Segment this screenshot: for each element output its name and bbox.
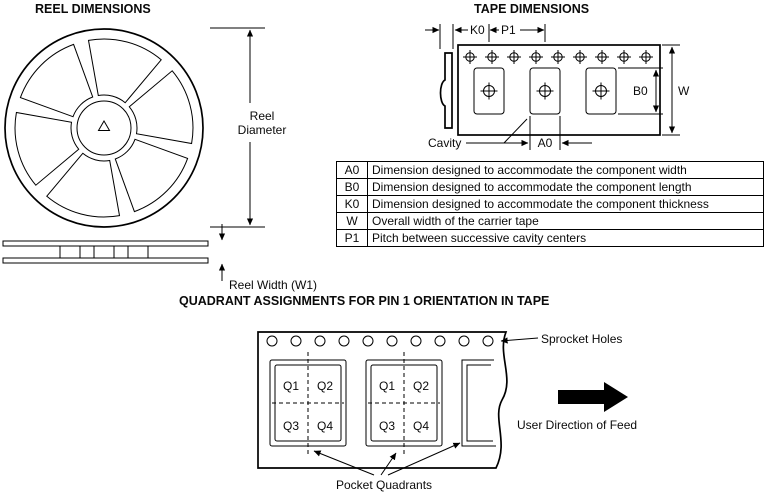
dimension-symbol: B0 [336,178,368,196]
feed-direction: User Direction of Feed [517,382,637,432]
a0-label: A0 [538,136,553,150]
dimension-symbol: K0 [336,195,368,213]
reel-width-dimension: Reel Width (W1) [218,224,317,292]
pin1-marker-icons [480,82,610,100]
sprocket-holes-callout: Sprocket Holes [500,332,622,346]
cavity-pocket-1 [473,67,505,115]
pocket1-q2-label: Q2 [317,379,333,393]
pocket1-q1-label: Q1 [283,379,299,393]
p1-dimension: P1 [488,23,546,42]
feed-direction-arrow-icon [558,382,628,412]
reel-width-label: Reel Width (W1) [229,278,317,292]
reel-center-mark-icon [97,120,111,131]
w-dimension: W [662,44,690,136]
b0-label: B0 [633,84,648,98]
quadrant-assignments-title: QUADRANT ASSIGNMENTS FOR PIN 1 ORIENTATI… [179,294,550,308]
cavity-pocket-3 [585,67,617,115]
dimension-symbol: P1 [336,229,368,247]
pocket2-q2-label: Q2 [413,379,429,393]
quadrant-tape-strip [257,331,508,469]
carrier-tape [457,44,661,136]
dimension-description: Dimension designed to accommodate the co… [367,178,764,196]
dimension-symbol: W [336,212,368,230]
table-row: B0 Dimension designed to accommodate the… [336,178,764,196]
tape-edge-profile [439,52,453,129]
table-row: K0 Dimension designed to accommodate the… [336,195,764,213]
sprocket-holes [266,335,494,347]
reel-dimensions-title: REEL DIMENSIONS [35,2,151,16]
reel-front-view [4,28,204,228]
cavity-label: Cavity [428,136,461,150]
tape-dimensions-drawing: K0 P1 W B0 [425,23,690,150]
quadrant-drawing: Q1 Q2 Q3 Q4 Q1 Q2 Q3 Q4 [257,331,637,492]
pocket-2: Q1 Q2 Q3 Q4 [365,352,443,456]
pocket2-q1-label: Q1 [379,379,395,393]
w-label: W [678,84,690,98]
sprocket-holes-label: Sprocket Holes [541,332,622,346]
cavity-leader-line [503,118,528,144]
dimension-description: Overall width of the carrier tape [367,212,764,230]
p1-label: P1 [501,23,516,37]
tape-dimensions-title: TAPE DIMENSIONS [474,2,590,16]
reel-hub [76,100,132,156]
pocket2-q3-label: Q3 [379,419,395,433]
pocket2-q4-label: Q4 [413,419,429,433]
feed-direction-label: User Direction of Feed [517,418,637,432]
dimension-description: Dimension designed to accommodate the co… [367,161,764,179]
k0-label: K0 [470,23,485,37]
reel-diameter-label-line2: Diameter [238,123,287,137]
dimension-description: Dimension designed to accommodate the co… [367,195,764,213]
reel-side-view [2,240,209,264]
table-row: A0 Dimension designed to accommodate the… [336,161,764,179]
dimension-description: Pitch between successive cavity centers [367,229,764,247]
pocket1-q4-label: Q4 [317,419,333,433]
pocket-3-partial [461,359,496,447]
dimension-symbol: A0 [336,161,368,179]
reel-outer-rim [4,28,204,228]
table-row: P1 Pitch between successive cavity cente… [336,229,764,247]
pocket-1: Q1 Q2 Q3 Q4 [269,352,347,456]
pocket1-q3-label: Q3 [283,419,299,433]
reel-diameter-label-line1: Reel [250,109,275,123]
a0-dimension: Cavity A0 [428,116,592,150]
table-row: W Overall width of the carrier tape [336,212,764,230]
k0-dimension: K0 [425,23,485,49]
tape-sprocket-holes [463,50,653,64]
cavity-pocket-2 [529,67,561,115]
pocket-quadrants-label: Pocket Quadrants [336,478,432,492]
reel-diameter-dimension: Reel Diameter [210,27,287,228]
b0-dimension: B0 [618,67,663,115]
tape-dimension-table: A0 Dimension designed to accommodate the… [336,161,764,247]
pocket-quadrants-callout: Pocket Quadrants [313,442,461,492]
reel-spokes [14,38,194,218]
